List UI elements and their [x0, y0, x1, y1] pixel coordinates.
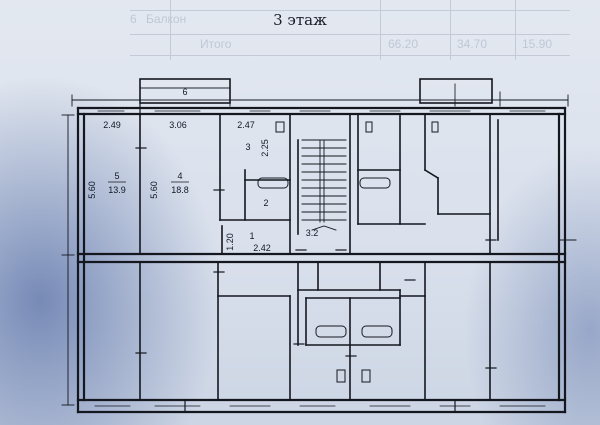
room3-number: 3 — [245, 142, 250, 152]
staircase — [301, 139, 347, 231]
room3-depth: 2.25 — [260, 139, 270, 157]
dimension-lines — [61, 81, 577, 406]
balcony — [139, 78, 493, 104]
show-through-table: 6 Балкон Итого 66.20 34.70 15.90 — [130, 0, 570, 60]
ghost-cell-d: 66.20 — [388, 37, 419, 51]
ghost-cell-a: 6 — [130, 12, 137, 26]
wall-ticks — [135, 103, 497, 413]
corridor-wall — [76, 252, 567, 264]
ghost-cell-e: 34.70 — [457, 37, 488, 51]
room4-width: 3.06 — [169, 120, 187, 130]
room5-number: 5 — [114, 171, 119, 181]
room5-width: 2.49 — [103, 120, 121, 130]
room5-depth: 5.60 — [87, 181, 97, 199]
stair-dimension: 3.2 — [306, 228, 319, 238]
room4-number: 4 — [177, 171, 182, 181]
ghost-cell-f: 15.90 — [522, 37, 553, 51]
bath-fixtures — [257, 121, 439, 383]
partitions-upper — [139, 113, 499, 255]
windows — [94, 110, 546, 407]
partitions-lower — [139, 261, 491, 401]
room5-area: 13.9 — [108, 185, 126, 195]
ghost-cell-b: Балкон — [146, 12, 187, 26]
room3-width: 2.47 — [237, 120, 255, 130]
ghost-cell-c: Итого — [200, 37, 232, 51]
room1-depth: 1.20 — [225, 233, 235, 251]
top-dimension: 6 — [182, 87, 187, 97]
exterior-walls — [76, 106, 567, 414]
room2-number: 2 — [263, 198, 268, 208]
floor-title: 3 этаж — [273, 11, 327, 29]
room1-width: 2.42 — [253, 243, 271, 253]
room4-area: 18.8 — [171, 185, 189, 195]
room1-number: 1 — [249, 231, 254, 241]
room4-depth: 5.60 — [149, 181, 159, 199]
